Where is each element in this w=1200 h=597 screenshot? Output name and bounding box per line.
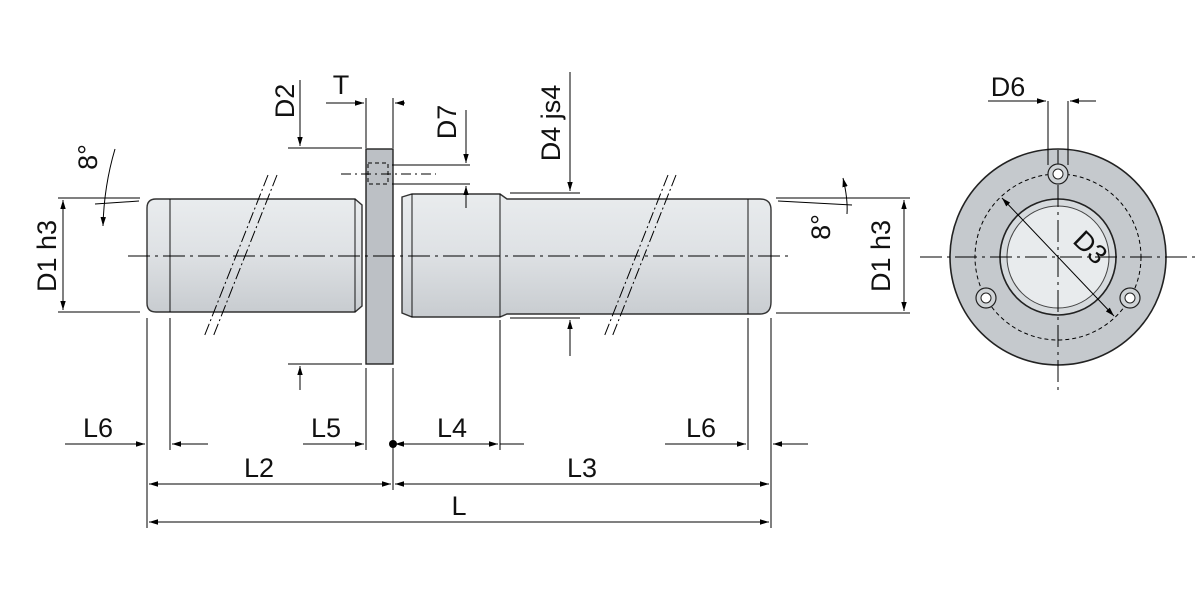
label-d4: D4 js4	[536, 85, 566, 162]
dimension-t: T	[326, 70, 405, 148]
label-d1-left: D1 h3	[32, 220, 62, 292]
label-d7: D7	[432, 105, 462, 140]
label-l: L	[451, 491, 466, 521]
label-l2: L2	[244, 453, 274, 483]
bolt-hole-left	[975, 287, 997, 309]
dimension-l6-left: L6	[65, 413, 208, 447]
label-angle-left: 8°	[73, 144, 103, 170]
shaft-side-view	[128, 148, 790, 365]
dimension-l2: L2	[149, 453, 391, 487]
label-l5: L5	[311, 413, 341, 443]
dimension-d1-left: D1 h3	[32, 197, 140, 313]
dimension-l5: L5	[303, 413, 364, 447]
datum-dot	[389, 440, 397, 448]
extension-lines	[146, 318, 772, 528]
angle-left: 8°	[73, 144, 140, 227]
dimension-l3: L3	[395, 453, 769, 487]
flange-hole-hidden	[367, 162, 389, 185]
dimension-d2: D2	[270, 80, 362, 390]
dimension-d4: D4 js4	[510, 72, 580, 356]
angle-right: 8°	[777, 177, 853, 240]
label-d1-right: D1 h3	[866, 220, 896, 292]
label-t: T	[333, 70, 350, 100]
dimension-l4: L4	[389, 413, 524, 448]
dimension-l6-right: L6	[665, 413, 808, 447]
bolt-hole-right	[1119, 287, 1141, 309]
label-l6-right: L6	[686, 413, 716, 443]
dimension-d7: D7	[392, 105, 470, 208]
break-marks	[203, 174, 677, 338]
end-view: D3 D6	[920, 72, 1196, 395]
label-angle-right: 8°	[806, 214, 836, 240]
dimension-d6: D6	[988, 72, 1096, 165]
d3-dimension-line	[1001, 197, 1115, 317]
label-l4: L4	[437, 413, 467, 443]
label-l3: L3	[567, 453, 597, 483]
dimension-d1-right: D1 h3	[776, 197, 910, 314]
bolt-hole-top	[1047, 163, 1069, 185]
dimension-l: L	[149, 491, 769, 525]
label-d6: D6	[991, 72, 1026, 102]
label-d2: D2	[270, 84, 300, 119]
label-l6-left: L6	[83, 413, 113, 443]
